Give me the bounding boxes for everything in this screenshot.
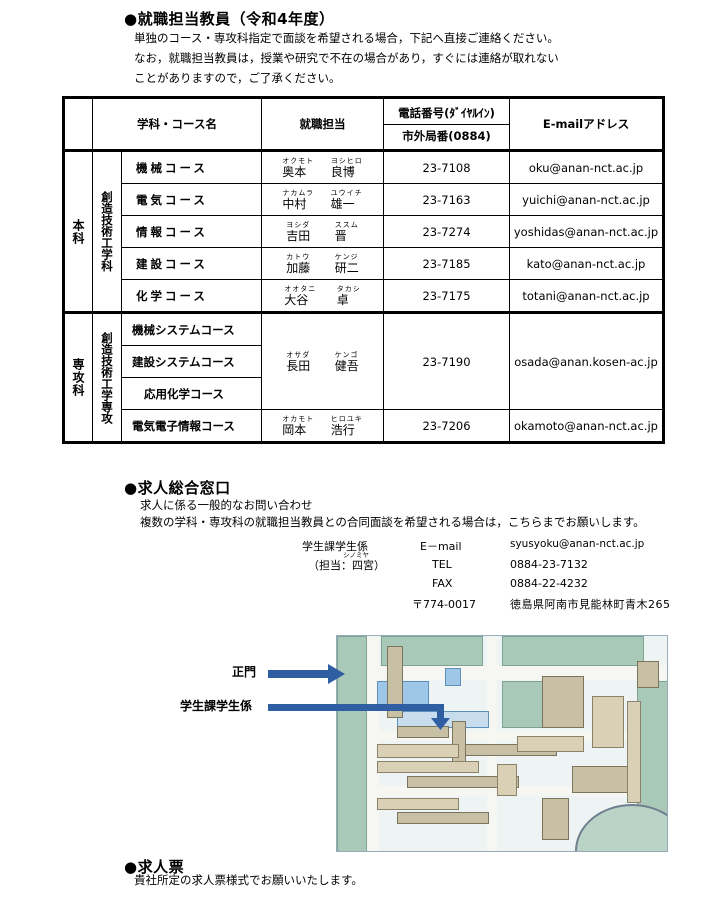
course-name: 建設コース: [121, 247, 262, 280]
furigana: タカシ: [336, 284, 361, 293]
office-email[interactable]: syusyoku@anan-nct.ac.jp: [510, 538, 645, 550]
section-heading-staff: ●就職担当教員（令和4年度）: [124, 10, 335, 28]
header-staff: 就職担当: [261, 97, 384, 151]
furigana: ヒロユキ: [330, 414, 363, 423]
phone-number: 23-7206: [383, 409, 510, 443]
office-arrow-icon: [268, 704, 450, 730]
fax-label: FAX: [432, 577, 453, 590]
surname: 岡本: [282, 422, 307, 437]
phone-number: 23-7185: [383, 247, 510, 280]
furigana: ケンゴ: [334, 350, 359, 359]
staff-name: オカモト岡本 ヒロユキ浩行: [261, 409, 384, 443]
given-name: 研二: [334, 260, 359, 275]
phone-number: 23-7274: [383, 215, 510, 248]
tel-label: TEL: [432, 558, 452, 571]
staff-table: 学科・コース名 就職担当 電話番号(ﾀﾞｲﾔﾙｲﾝ) 市外局番(0884) E-…: [62, 96, 665, 444]
campus-map: [336, 635, 668, 852]
furigana: ヨシヒロ: [330, 156, 363, 165]
office-tel: 0884-23-7132: [510, 558, 588, 571]
staff-name: オオタニ大谷 タカシ卓: [261, 279, 384, 313]
office-address: 徳島県阿南市見能林町青木265: [510, 598, 671, 611]
form-text: 貴社所定の求人票様式でお願いいたします。: [134, 873, 363, 887]
staff-name: オクモト奥本 ヨシヒロ良博: [261, 149, 384, 184]
given-name: 健吾: [334, 358, 359, 373]
surname: 長田: [286, 358, 311, 373]
table-row: 電気電子情報コース オカモト岡本 ヒロユキ浩行 23-7206 okamoto@…: [64, 409, 664, 443]
course-name: 機械システムコース: [121, 311, 262, 346]
given-name: 浩行: [330, 422, 355, 437]
furigana: ススム: [334, 220, 359, 229]
note-line-3: ことがありますので，ご了承ください。: [134, 71, 341, 85]
tanto-name: （担当：四宮）: [308, 559, 385, 572]
surname: 吉田: [286, 228, 311, 243]
furigana: オサダ: [286, 350, 311, 359]
gate-arrow-icon: [268, 664, 345, 684]
staff-name: オサダ長田 ケンゴ健吾: [261, 311, 384, 410]
office-fax: 0884-22-4232: [510, 577, 588, 590]
table-header-row: 学科・コース名 就職担当 電話番号(ﾀﾞｲﾔﾙｲﾝ) 市外局番(0884) E-…: [63, 97, 664, 151]
surname: 中村: [282, 196, 307, 211]
given-name: 雄一: [330, 196, 355, 211]
map-label-gate: 正門: [232, 665, 257, 679]
table-row: 建設コース カトウ加藤 ケンジ研二 23-7185 kato@anan-nct.…: [64, 247, 664, 280]
staff-name: カトウ加藤 ケンジ研二: [261, 247, 384, 280]
email-address[interactable]: oku@anan-nct.ac.jp: [509, 149, 664, 184]
group-senko: 専攻科: [63, 311, 93, 443]
surname: 奥本: [282, 164, 307, 179]
office-name: 学生課学生係: [302, 540, 368, 553]
course-name: 情報コース: [121, 215, 262, 248]
postal-code: 〒774-0017: [412, 598, 476, 611]
dept-senko: 創造技術工学専攻: [92, 311, 122, 443]
furigana: オオタニ: [284, 284, 317, 293]
header-email: E-mailアドレス: [509, 97, 664, 151]
tanto-furigana: シノミヤ: [343, 551, 369, 559]
section-heading-contact: ●求人総合窓口: [124, 479, 231, 497]
surname: 加藤: [286, 260, 311, 275]
given-name: 晋: [334, 228, 347, 243]
header-phone-line1: 電話番号(ﾀﾞｲﾔﾙｲﾝ): [384, 102, 509, 125]
furigana: ケンジ: [334, 252, 359, 261]
email-address[interactable]: yoshidas@anan-nct.ac.jp: [509, 215, 664, 248]
email-label: E－mail: [420, 540, 462, 553]
dept-honka-label: 創造技術工学科: [100, 191, 114, 272]
section-heading-form: ●求人票: [124, 858, 185, 876]
map-label-office: 学生課学生係: [180, 699, 253, 713]
email-address[interactable]: kato@anan-nct.ac.jp: [509, 247, 664, 280]
given-name: 卓: [336, 292, 349, 307]
given-name: 良博: [330, 164, 355, 179]
phone-number: 23-7190: [383, 311, 510, 410]
table-row: 建設システムコース: [64, 345, 664, 378]
table-row: 情報コース ヨシダ吉田 ススム晋 23-7274 yoshidas@anan-n…: [64, 215, 664, 248]
course-name: 電気電子情報コース: [121, 409, 262, 443]
course-name: 機械コース: [121, 149, 262, 184]
header-phone: 電話番号(ﾀﾞｲﾔﾙｲﾝ) 市外局番(0884): [383, 97, 510, 151]
contact-line-2: 複数の学科・専攻科の就職担当教員との合同面談を希望される場合は，こちらまでお願い…: [140, 515, 645, 529]
note-line-1: 単独のコース・専攻科指定で面談を希望される場合，下記へ直接ご連絡ください。: [134, 31, 559, 45]
furigana: オカモト: [282, 414, 315, 423]
furigana: オクモト: [282, 156, 315, 165]
table-row: 専攻科 創造技術工学専攻 機械システムコース オサダ長田 ケンゴ健吾 23-71…: [63, 311, 664, 443]
note-line-2: なお，就職担当教員は，授業や研究で不在の場合があり，すぐには連絡が取れない: [134, 51, 559, 65]
surname: 大谷: [284, 292, 309, 307]
course-name: 化学コース: [121, 279, 262, 313]
contact-line-1: 求人に係る一般的なお問い合わせ: [140, 498, 313, 512]
group-senko-label: 専攻科: [71, 358, 85, 397]
furigana: ナカムラ: [282, 188, 314, 197]
furigana: カトウ: [286, 252, 311, 261]
group-honka-label: 本科: [71, 218, 85, 245]
course-name: 建設システムコース: [121, 345, 262, 378]
furigana: ユウイチ: [330, 188, 363, 197]
course-name: 電気コース: [121, 183, 262, 216]
header-course: 学科・コース名: [92, 97, 262, 151]
header-phone-line2: 市外局番(0884): [402, 128, 491, 143]
email-address[interactable]: totani@anan-nct.ac.jp: [509, 279, 664, 313]
email-address[interactable]: okamoto@anan-nct.ac.jp: [509, 409, 664, 443]
email-address[interactable]: osada@anan.kosen-ac.jp: [509, 311, 664, 410]
furigana: ヨシダ: [286, 220, 311, 229]
dept-senko-label: 創造技術工学専攻: [100, 331, 114, 424]
